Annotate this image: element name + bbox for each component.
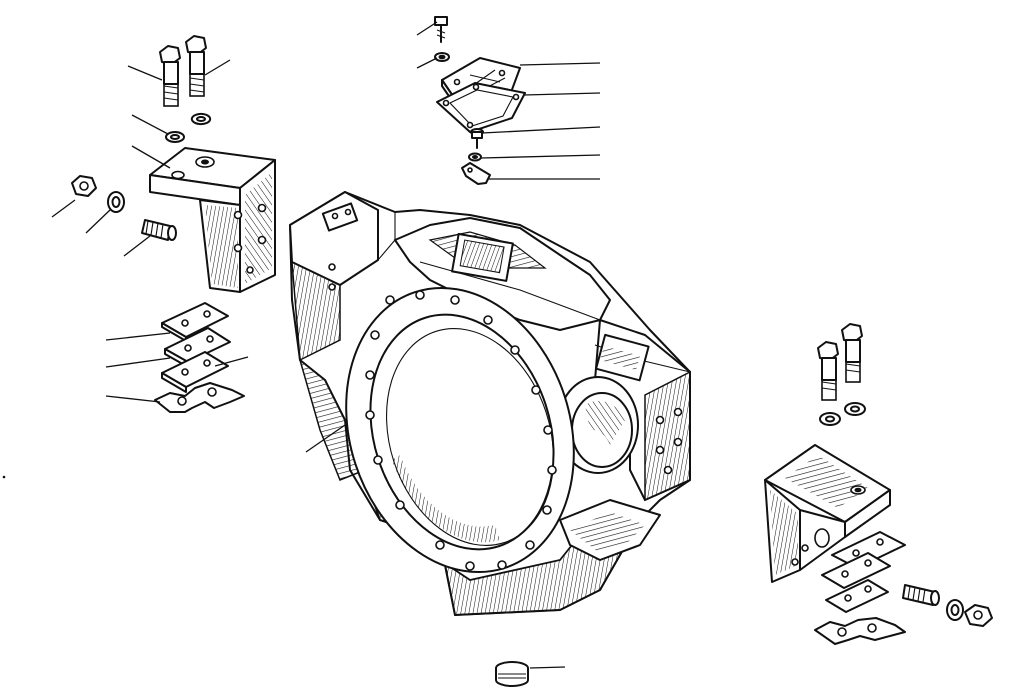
lock-tab: [461, 162, 491, 185]
cover-screw: [470, 128, 484, 149]
right-bolt-1: [817, 341, 839, 401]
top-cover-assembly: [416, 16, 601, 185]
left-stud: [141, 219, 177, 241]
leader-housing: [305, 424, 346, 453]
left-bolt-1: [159, 45, 181, 107]
left-mounting-bracket: [149, 147, 276, 293]
main-housing: [289, 191, 691, 616]
right-stud: [902, 584, 940, 606]
stray-mark: [2, 475, 6, 479]
left-bracket-assembly: [51, 35, 276, 413]
cover-bolt-top: [434, 16, 448, 43]
left-shim-plates: [161, 302, 231, 393]
left-tab-washer: [154, 382, 245, 413]
flange-bolt-holes: [365, 290, 557, 571]
right-mounting-bracket: [764, 444, 891, 583]
right-bolt-2: [841, 323, 863, 383]
left-bolt-2: [185, 35, 207, 97]
cover-gasket: [436, 82, 526, 133]
right-bracket-assembly: [764, 323, 993, 645]
right-tab-washer: [814, 617, 906, 645]
right-shim-plates: [821, 531, 906, 613]
plug: [495, 661, 566, 687]
